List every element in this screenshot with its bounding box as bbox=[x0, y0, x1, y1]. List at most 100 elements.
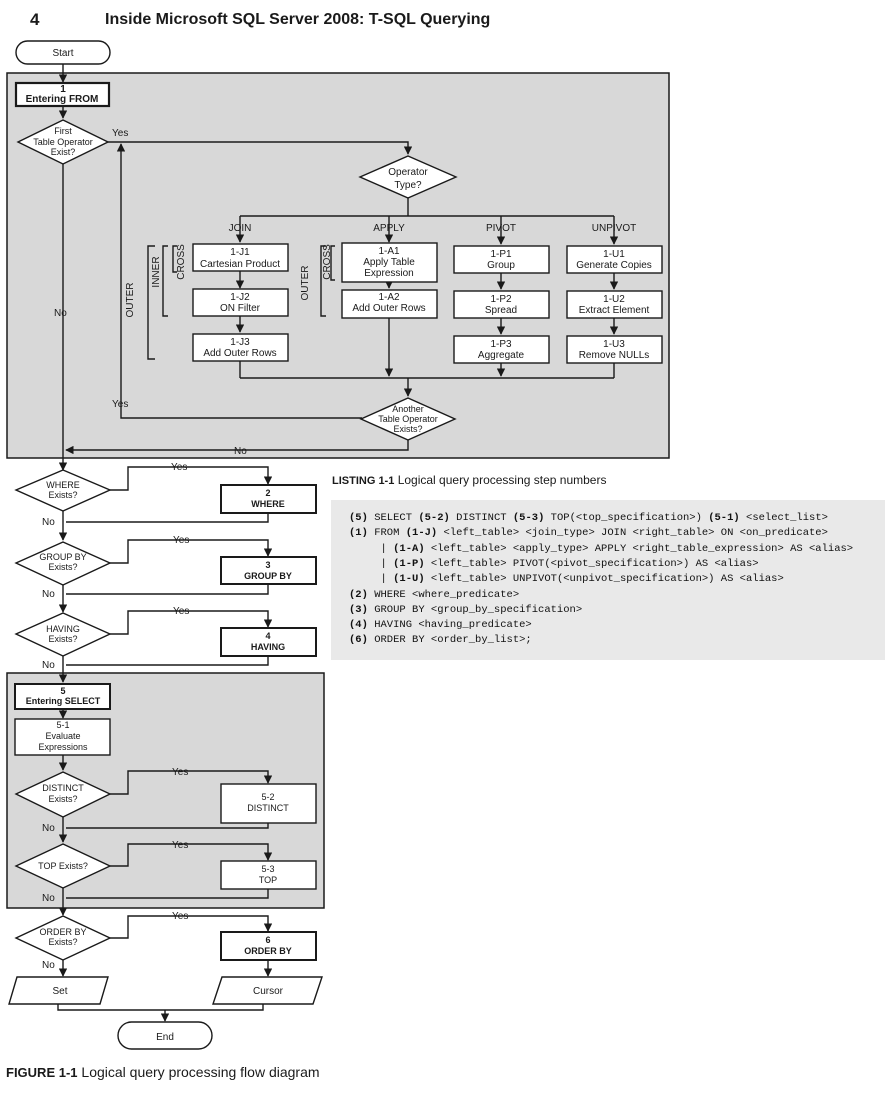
groupby-q-line2: Exists? bbox=[48, 562, 77, 572]
step53-label: TOP bbox=[259, 875, 277, 885]
bracket-outer-apply: OUTER bbox=[300, 266, 311, 301]
listing-caption: LISTING 1-1 Logical query processing ste… bbox=[332, 473, 606, 487]
step51-line2: Expressions bbox=[38, 742, 88, 752]
step52-id: 5-2 bbox=[261, 792, 274, 802]
step-1-j2 bbox=[192, 288, 289, 317]
p3-label: Aggregate bbox=[478, 350, 525, 361]
orderby-no: No bbox=[42, 960, 55, 971]
p1-label: Group bbox=[487, 260, 515, 271]
listing-line: (3) GROUP BY <group_by_specification> bbox=[349, 603, 583, 616]
first-op-line2: Table Operator bbox=[33, 137, 93, 147]
figure-caption-text: Logical query processing flow diagram bbox=[81, 1064, 320, 1080]
set-label: Set bbox=[52, 986, 67, 997]
p3-id: 1-P3 bbox=[490, 339, 512, 350]
distinct-yes: Yes bbox=[172, 767, 188, 778]
listing-line: | (1-U) <left_table> UNPIVOT(<unpivot_sp… bbox=[349, 573, 784, 586]
step2-label: WHERE bbox=[251, 499, 285, 509]
groupby-decision bbox=[14, 541, 112, 586]
bracket-inner: INNER bbox=[151, 256, 162, 287]
step-1-p2 bbox=[453, 290, 550, 319]
step6-number: 6 bbox=[265, 935, 270, 945]
step-1-j1 bbox=[192, 243, 289, 272]
u1-id: 1-U1 bbox=[603, 249, 625, 260]
step-1-u1 bbox=[566, 245, 663, 274]
step-1-u3 bbox=[566, 335, 663, 364]
j3-label: Add Outer Rows bbox=[203, 348, 276, 359]
first-table-operator-decision bbox=[16, 119, 110, 165]
operator-type-line1: Operator bbox=[388, 167, 428, 178]
another-op-line1: Another bbox=[392, 404, 424, 414]
step3-number: 3 bbox=[265, 560, 270, 570]
step51-line1: Evaluate bbox=[45, 731, 80, 741]
step1-label: Entering FROM bbox=[26, 94, 99, 105]
top-no: No bbox=[42, 893, 55, 904]
step4-having-box bbox=[220, 627, 317, 657]
orderby-q-line2: Exists? bbox=[48, 937, 77, 947]
first-op-line1: First bbox=[54, 126, 72, 136]
listing-line: (4) HAVING <having_predicate> bbox=[349, 619, 532, 632]
step52-distinct-box bbox=[220, 783, 317, 824]
bracket-outer-join: OUTER bbox=[125, 283, 136, 318]
listing-line: (2) WHERE <where_predicate> bbox=[349, 588, 520, 601]
step6-label: ORDER BY bbox=[244, 946, 292, 956]
bracket-cross-apply: CROSS bbox=[322, 244, 333, 280]
having-decision bbox=[14, 612, 112, 657]
another-op-line3: Exists? bbox=[393, 424, 422, 434]
orderby-decision bbox=[14, 915, 112, 961]
step-1-u2 bbox=[566, 290, 663, 319]
step-1-p3 bbox=[453, 335, 550, 364]
branch-pivot-label: PIVOT bbox=[486, 223, 516, 234]
p1-id: 1-P1 bbox=[490, 249, 512, 260]
step-1-a2 bbox=[341, 289, 438, 319]
u1-label: Generate Copies bbox=[576, 260, 652, 271]
j1-label: Cartesian Product bbox=[200, 259, 280, 270]
a1-id: 1-A1 bbox=[378, 246, 400, 257]
page-header: 4 Inside Microsoft SQL Server 2008: T-SQ… bbox=[0, 0, 886, 36]
a1-label2: Expression bbox=[364, 268, 413, 279]
flow-diagram: Start 1 Entering FROM First Table Operat… bbox=[6, 40, 670, 1050]
where-q-line2: Exists? bbox=[48, 490, 77, 500]
step51-id: 5-1 bbox=[56, 720, 69, 730]
figure-label: FIGURE 1-1 bbox=[6, 1065, 78, 1080]
another-op-no: No bbox=[234, 446, 247, 457]
start-label: Start bbox=[52, 48, 73, 59]
having-yes: Yes bbox=[173, 606, 189, 617]
step4-label: HAVING bbox=[251, 642, 285, 652]
u3-id: 1-U3 bbox=[603, 339, 625, 350]
top-decision bbox=[14, 843, 112, 889]
end-label: End bbox=[156, 1032, 174, 1043]
having-q-line1: HAVING bbox=[46, 624, 80, 634]
first-op-line3: Exist? bbox=[51, 147, 76, 157]
listing-line: (1) FROM (1-J) <left_table> <join_type> … bbox=[349, 527, 828, 540]
from-phase-panel bbox=[6, 72, 670, 459]
distinct-decision bbox=[14, 771, 112, 818]
another-table-operator-decision bbox=[359, 397, 457, 441]
a2-id: 1-A2 bbox=[378, 292, 400, 303]
step2-number: 2 bbox=[265, 488, 270, 498]
step5-number: 5 bbox=[60, 686, 65, 696]
top-q-label: TOP Exists? bbox=[38, 861, 88, 871]
book-title: Inside Microsoft SQL Server 2008: T-SQL … bbox=[105, 11, 491, 28]
end-terminator bbox=[117, 1021, 213, 1050]
distinct-q-line2: Exists? bbox=[48, 794, 77, 804]
step3-groupby-box bbox=[220, 556, 317, 585]
listing-line: | (1-A) <left_table> <apply_type> APPLY … bbox=[349, 542, 854, 555]
step53-top-box bbox=[220, 860, 317, 890]
page-number: 4 bbox=[30, 10, 40, 29]
step53-id: 5-3 bbox=[261, 864, 274, 874]
step51-box bbox=[14, 718, 111, 756]
listing-line: (6) ORDER BY <order_by_list>; bbox=[349, 634, 532, 647]
j2-label: ON Filter bbox=[220, 303, 261, 314]
step-1-p1 bbox=[453, 245, 550, 274]
first-op-yes: Yes bbox=[112, 128, 128, 139]
step1-box bbox=[14, 81, 111, 108]
orderby-yes: Yes bbox=[172, 911, 188, 922]
groupby-q-line1: GROUP BY bbox=[39, 552, 86, 562]
listing-line: (5) SELECT (5-2) DISTINCT (5-3) TOP(<top… bbox=[349, 512, 828, 524]
j1-id: 1-J1 bbox=[230, 247, 250, 258]
u2-id: 1-U2 bbox=[603, 294, 625, 305]
first-op-no: No bbox=[54, 308, 67, 319]
listing-line: | (1-P) <left_table> PIVOT(<pivot_specif… bbox=[349, 557, 759, 570]
p2-id: 1-P2 bbox=[490, 294, 512, 305]
having-q-line2: Exists? bbox=[48, 634, 77, 644]
